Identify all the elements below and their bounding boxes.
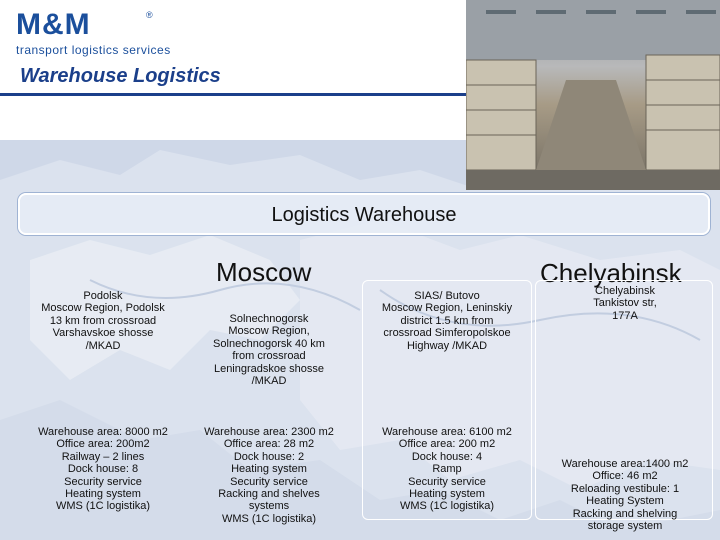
registered-mark-icon: ® <box>146 10 153 20</box>
spec-line: WMS (1C logistika) <box>399 500 495 513</box>
spec-line: Racking and shelving <box>572 507 678 520</box>
spec-line: Heating system <box>231 463 307 476</box>
address-line: from crossroad <box>232 350 306 363</box>
logo-mark: M&M <box>16 8 91 41</box>
spec-line: Security service <box>230 475 308 488</box>
spec-line: systems <box>248 500 290 513</box>
city-heading-moscow: Moscow <box>216 257 312 287</box>
spec-line: Office area: 200 m2 <box>398 438 496 451</box>
city-heading-chelyabinsk: Chelyabinsk <box>540 258 682 288</box>
banner-label: Logistics Warehouse <box>271 204 457 226</box>
spec-line: Railway – 2 lines <box>61 450 145 463</box>
address-line: Tankistov str, <box>593 297 657 310</box>
logo-tagline: transport logistics services <box>16 43 171 57</box>
warehouse-solnechnogorsk: Solnechnogorsk Moscow Region, Solnechnog… <box>194 313 344 387</box>
address-line: Leningradskoe shosse <box>213 362 325 375</box>
warehouse-box-outline <box>535 280 713 520</box>
company-logo: M&M ® transport logistics services <box>16 10 176 58</box>
warehouse-podolsk-specs: Warehouse area: 8000 m2 Office area: 200… <box>28 426 178 513</box>
address-line: /MKAD <box>251 375 287 388</box>
spec-line: Dock house: 8 <box>67 463 139 476</box>
spec-line: storage system <box>587 520 663 533</box>
warehouse-name: SIAS/ Butovo <box>414 290 480 302</box>
spec-line: Ramp <box>432 463 462 476</box>
spec-line: WMS (1C logistika) <box>221 512 317 525</box>
address-line: Moscow Region, Leninskiy <box>381 302 513 315</box>
address-line: /MKAD <box>85 339 121 352</box>
address-line: Moscow Region, <box>228 325 310 338</box>
section-banner: Logistics Warehouse <box>18 193 710 235</box>
spec-line: Security service <box>64 475 142 488</box>
spec-line: Warehouse area: 2300 m2 <box>204 426 334 438</box>
spec-line: Office area: 200m2 <box>56 438 150 451</box>
spec-line: WMS (1C logistika) <box>55 500 151 513</box>
spec-line: Heating System <box>586 495 664 508</box>
spec-line: Warehouse area: 8000 m2 <box>38 426 168 438</box>
spec-line: Reloading vestibule: 1 <box>570 482 680 495</box>
spec-line: Warehouse area: 6100 m2 <box>382 426 512 438</box>
warehouse-chelyabinsk: Chelyabinsk Tankistov str, 177A <box>540 285 710 322</box>
address-line: Moscow Region, Podolsk <box>41 302 165 315</box>
warehouse-podolsk: Podolsk Moscow Region, Podolsk 13 km fro… <box>28 290 178 352</box>
address-line: crossroad Simferopolskoe <box>383 327 511 340</box>
warehouse-solnechnogorsk-specs: Warehouse area: 2300 m2 Office area: 28 … <box>194 426 344 525</box>
address-line: Highway /MKAD <box>406 339 488 352</box>
address-line: 177A <box>612 309 638 322</box>
spec-line: Warehouse area:1400 m2 <box>561 458 689 470</box>
warehouse-sias-butovo: SIAS/ Butovo Moscow Region, Leninskiy di… <box>362 290 532 352</box>
spec-line: Office: 46 m2 <box>592 470 658 483</box>
spec-line: Dock house: 2 <box>233 450 305 463</box>
address-line: Varshavskoe shosse <box>52 327 154 340</box>
spec-line: Heating system <box>409 488 485 501</box>
page-title: Warehouse Logistics <box>20 65 221 87</box>
address-line: Solnechnogorsk 40 km <box>213 337 325 350</box>
address-line: 13 km from crossroad <box>49 314 157 327</box>
address-line: district 1.5 km from <box>400 314 494 327</box>
spec-line: Security service <box>408 475 486 488</box>
warehouse-chelyabinsk-specs: Warehouse area:1400 m2 Office: 46 m2 Rel… <box>540 458 710 532</box>
warehouse-name: Podolsk <box>83 290 123 302</box>
spec-line: Office area: 28 m2 <box>223 438 315 451</box>
warehouse-box-outline <box>362 280 532 520</box>
warehouse-photo <box>466 0 720 190</box>
warehouse-name: Solnechnogorsk <box>229 313 309 325</box>
warehouse-name: Chelyabinsk <box>595 285 655 297</box>
warehouse-sias-butovo-specs: Warehouse area: 6100 m2 Office area: 200… <box>362 426 532 513</box>
spec-line: Racking and shelves <box>218 488 320 501</box>
spec-line: Dock house: 4 <box>411 450 483 463</box>
spec-line: Heating system <box>65 488 141 501</box>
title-underline <box>0 93 466 96</box>
